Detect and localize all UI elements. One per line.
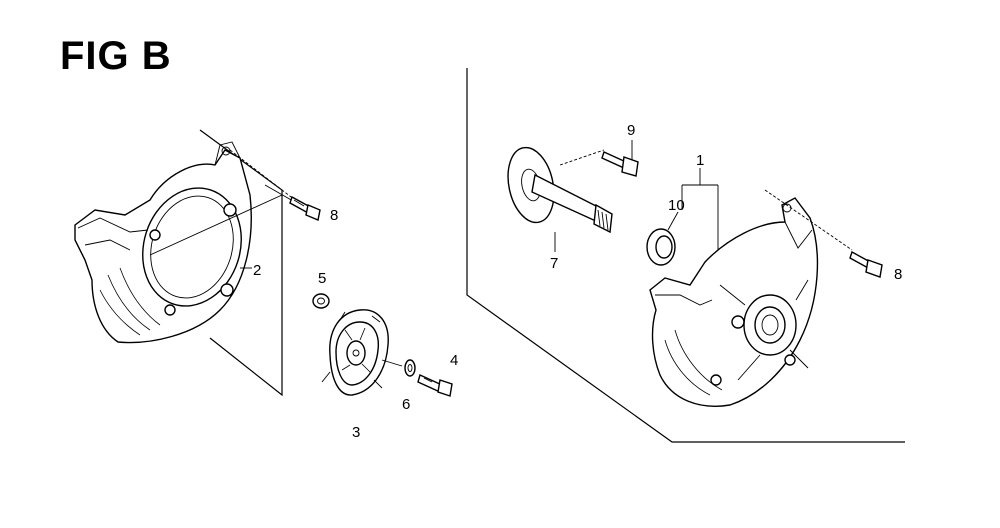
callout-3: 3 — [352, 424, 360, 441]
callout-5: 5 — [318, 270, 326, 287]
bolt-8-right — [764, 189, 883, 278]
callout-4: 4 — [450, 352, 458, 369]
right-assembly-boundary — [466, 68, 905, 443]
callout-1-bracket — [681, 168, 719, 258]
callout-8-right: 8 — [894, 266, 902, 283]
bolt-4 — [381, 359, 453, 397]
callout-7: 7 — [550, 255, 558, 272]
bolt-9 — [601, 140, 639, 177]
oil-seal-10 — [646, 211, 679, 266]
callout-2: 2 — [253, 262, 261, 279]
nut-5 — [312, 293, 330, 309]
clutch-cover-right — [649, 197, 819, 407]
bolt-8-left — [264, 184, 321, 221]
clutch-cover-left — [74, 141, 252, 344]
callout-6: 6 — [402, 396, 410, 413]
left-leader-lines — [149, 149, 296, 269]
clutch-shoe-assembly-3 — [321, 309, 389, 396]
callout-1: 1 — [696, 152, 704, 169]
callout-10: 10 — [668, 197, 685, 214]
callout-8-left: 8 — [330, 207, 338, 224]
washer-6 — [404, 359, 416, 377]
callout-9: 9 — [627, 122, 635, 139]
figure-title: FIG B — [60, 34, 172, 78]
drive-shaft-7 — [507, 146, 613, 252]
